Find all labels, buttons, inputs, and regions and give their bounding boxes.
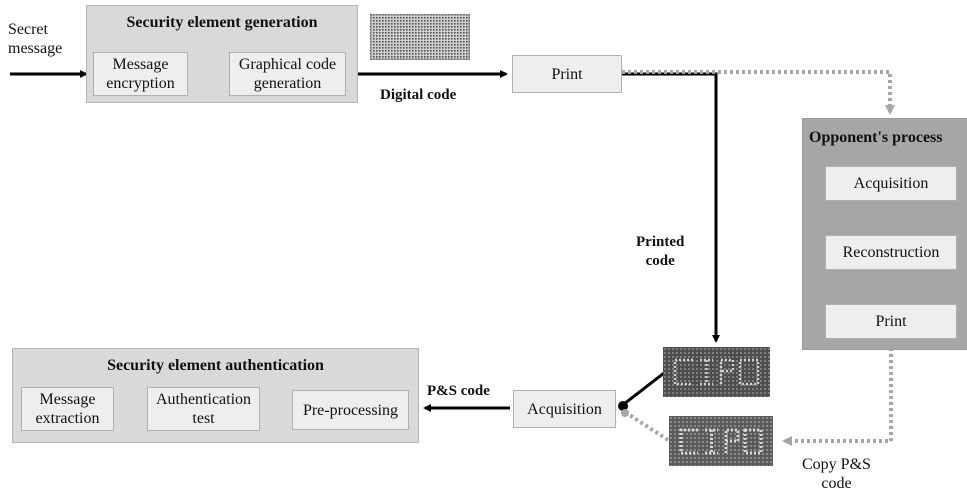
- arrow-opponent-to-copy-code: [782, 342, 893, 446]
- copy-ps-code-label: Copy P&S code: [802, 456, 871, 491]
- opponent-process-title: Opponent's process: [809, 129, 943, 146]
- copy-junction: [621, 409, 629, 417]
- printed-code-label: Printed code: [636, 234, 685, 269]
- generation-group-title: Security element generation: [126, 14, 318, 31]
- line-printed-code-to-acquisition: [623, 371, 665, 406]
- acquisition-junction: [618, 401, 628, 411]
- secret-message-label: Secret message: [8, 21, 63, 57]
- opponent-reconstruction-box[interactable]: Reconstruction: [825, 235, 957, 270]
- message-encryption-box[interactable]: Message encryption: [93, 52, 188, 96]
- opponent-print-box[interactable]: Print: [825, 304, 957, 339]
- acquisition-box[interactable]: Acquisition: [513, 390, 616, 428]
- digital-code-image: [370, 14, 470, 60]
- message-extraction-box[interactable]: Message extraction: [21, 387, 114, 431]
- arrow-print-to-printed-code: [622, 72, 720, 343]
- printed-code-image: [663, 347, 770, 397]
- authentication-group-title: Security element authentication: [107, 357, 324, 374]
- authentication-test-box[interactable]: Authentication test: [147, 387, 260, 431]
- ps-code-label: P&S code: [427, 383, 490, 399]
- line-copy-code-to-acquisition: [626, 412, 670, 442]
- preprocessing-box[interactable]: Pre-processing: [292, 390, 409, 430]
- arrow-print-to-opponent: [622, 70, 895, 115]
- copy-code-image: [669, 416, 773, 466]
- graphical-code-generation-box[interactable]: Graphical code generation: [229, 52, 346, 96]
- opponent-acquisition-box[interactable]: Acquisition: [825, 166, 957, 201]
- print-box[interactable]: Print: [512, 55, 622, 93]
- digital-code-label: Digital code: [380, 87, 457, 103]
